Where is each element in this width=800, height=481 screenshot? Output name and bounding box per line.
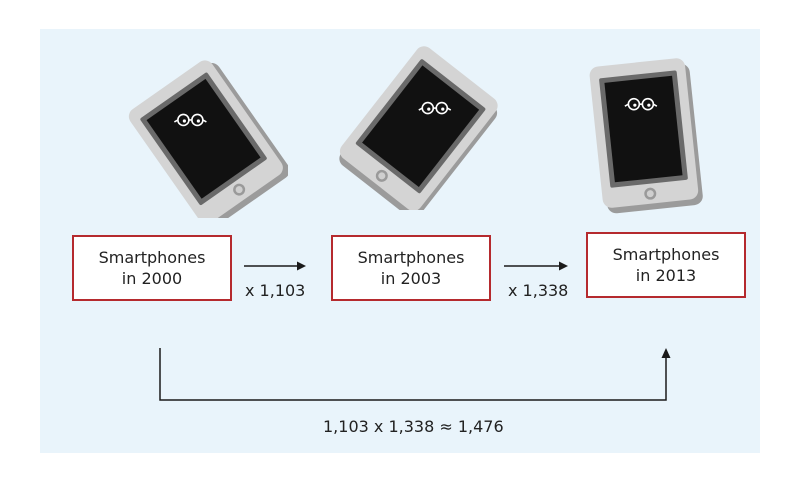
stage-label-line1: Smartphones: [98, 248, 206, 267]
arrow-2000-to-2013: [159, 348, 671, 401]
multiplier-label: x 1,103: [245, 281, 306, 300]
stage-label-line2: in 2013: [635, 266, 697, 285]
smartphone-icon: [128, 60, 288, 218]
stage-label-line2: in 2000: [121, 269, 183, 288]
total-growth-formula: 1,103 x 1,338 ≈ 1,476: [323, 417, 504, 436]
multiplier-label: x 1,338: [508, 281, 569, 300]
stage-box-2013: Smartphones in 2013: [586, 232, 746, 298]
smartphone-icon: [589, 58, 703, 214]
stage-label-line1: Smartphones: [612, 245, 720, 264]
arrow-2003-to-2013: [504, 261, 568, 271]
arrow-2000-to-2003: [244, 261, 306, 271]
stage-box-2003: Smartphones in 2003: [331, 235, 491, 301]
stage-label-line2: in 2003: [380, 269, 442, 288]
smartphone-icon: [339, 46, 498, 210]
stage-box-2000: Smartphones in 2000: [72, 235, 232, 301]
stage-label-line1: Smartphones: [357, 248, 465, 267]
